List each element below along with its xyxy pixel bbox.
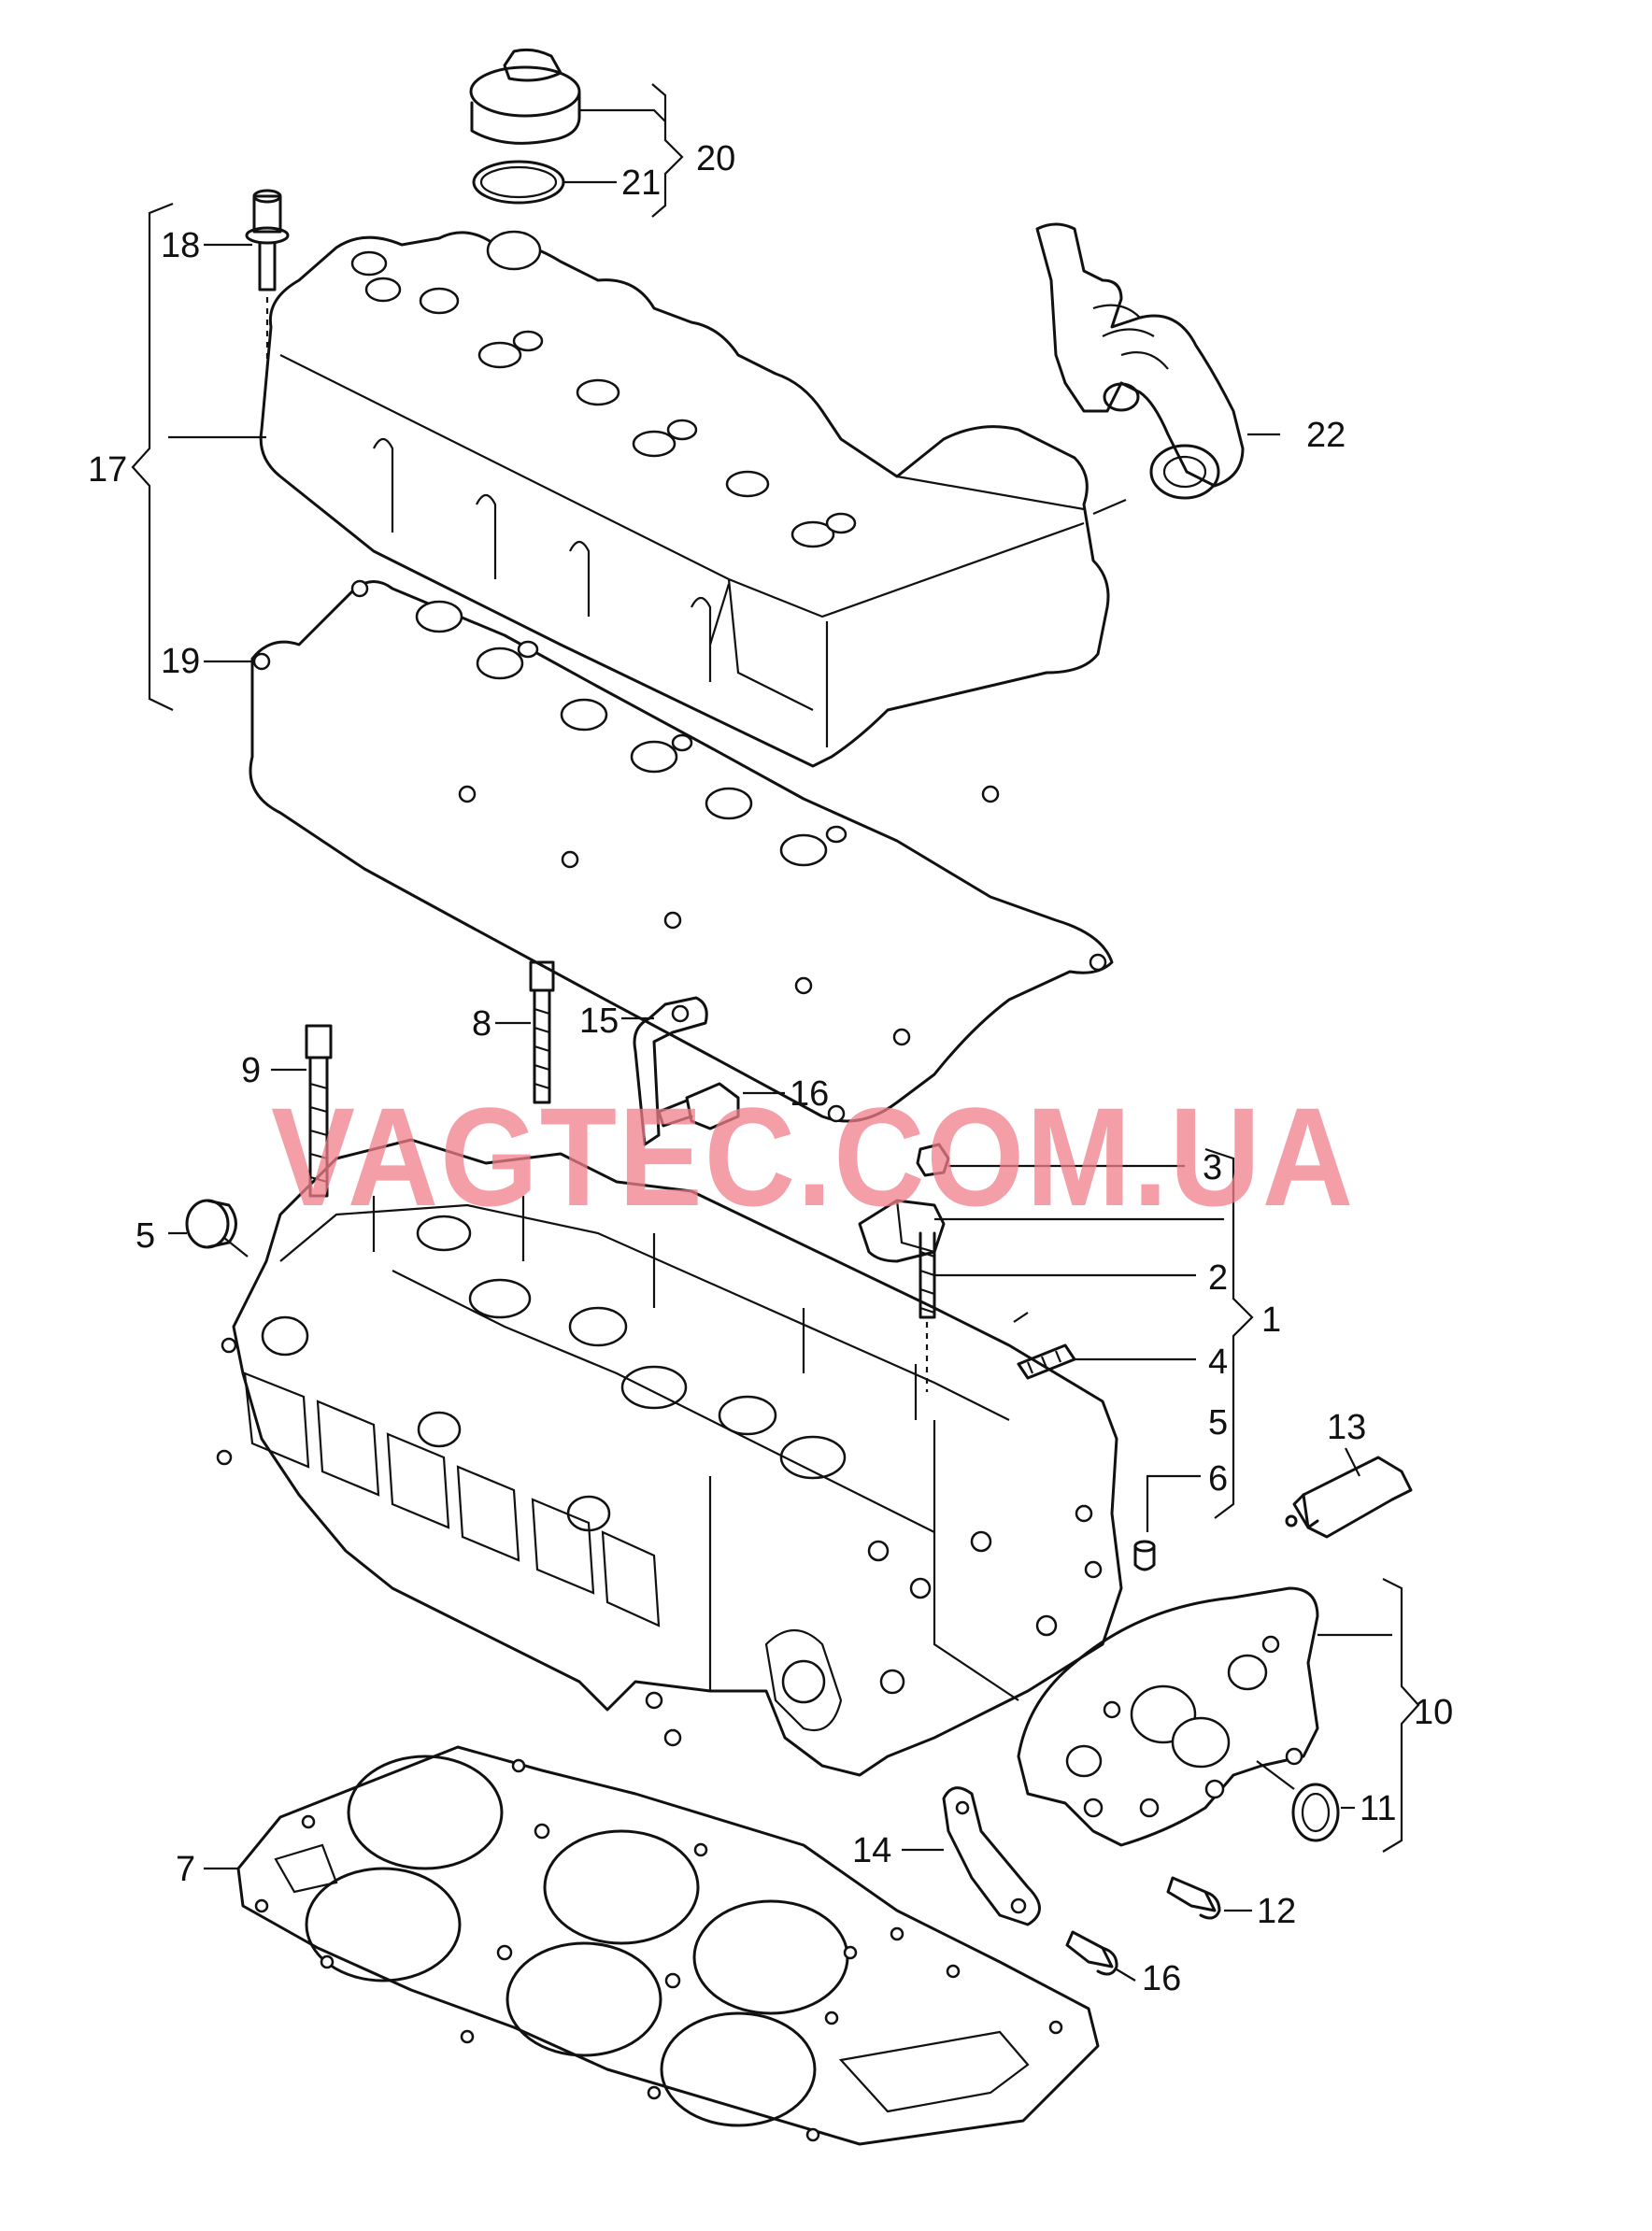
- dowel-pin[interactable]: [1133, 1540, 1156, 1571]
- callout-20: 20: [696, 139, 735, 178]
- callout-2: 2: [1208, 1258, 1228, 1298]
- callout-18: 18: [161, 226, 200, 265]
- callout-22: 22: [1306, 416, 1346, 455]
- breather-hose[interactable]: [1035, 222, 1245, 500]
- stud[interactable]: [919, 1231, 936, 1392]
- cover-plate[interactable]: [1017, 1586, 1319, 1847]
- callout-10: 10: [1414, 1693, 1453, 1732]
- screw[interactable]: [1166, 1876, 1221, 1920]
- callout-9: 9: [241, 1051, 261, 1090]
- callout-21: 21: [621, 163, 661, 203]
- watermark: VAGTEC.COM.UA: [271, 1078, 1355, 1235]
- callout-1: 1: [1261, 1300, 1281, 1340]
- sealant-tube[interactable]: [1285, 1456, 1413, 1539]
- cylinder-head-cover[interactable]: [259, 230, 1110, 768]
- bracket[interactable]: [858, 1143, 950, 1263]
- oil-filler-cap[interactable]: [469, 48, 581, 145]
- callout-5b: 5: [1208, 1403, 1228, 1442]
- bolt[interactable]: [657, 1082, 740, 1130]
- screw[interactable]: [1065, 1930, 1118, 1976]
- stud[interactable]: [1017, 1343, 1076, 1380]
- callout-8: 8: [472, 1004, 491, 1044]
- head-bolt[interactable]: [305, 1024, 333, 1198]
- callout-15: 15: [579, 1002, 619, 1041]
- callout-14: 14: [852, 1831, 891, 1870]
- callout-19: 19: [161, 642, 200, 681]
- cover-bolt[interactable]: [245, 189, 290, 374]
- leader-lines: [131, 83, 1420, 1982]
- callout-12: 12: [1257, 1892, 1296, 1931]
- callout-11: 11: [1360, 1789, 1396, 1828]
- shaft-seal[interactable]: [1291, 1783, 1340, 1842]
- callout-4: 4: [1208, 1343, 1228, 1382]
- callout-13: 13: [1327, 1408, 1366, 1447]
- cover-gasket[interactable]: [249, 579, 1114, 1123]
- head-bolt[interactable]: [529, 960, 555, 1104]
- guide-rail[interactable]: [942, 1786, 1041, 1926]
- callout-17: 17: [88, 450, 127, 490]
- callout-6: 6: [1208, 1459, 1228, 1499]
- bracket[interactable]: [633, 996, 708, 1146]
- callout-labels: 20 21 18 17 19 22 8 9 15 16 5 3 2 1 4 5 …: [88, 139, 1453, 1998]
- callout-3: 3: [1203, 1148, 1222, 1187]
- head-gasket[interactable]: [236, 1745, 1100, 2146]
- cylinder-head[interactable]: [216, 1138, 1123, 1777]
- callout-5: 5: [135, 1216, 155, 1256]
- callout-16: 16: [790, 1074, 829, 1114]
- callout-7: 7: [176, 1850, 195, 1889]
- callout-16-lower: 16: [1142, 1959, 1181, 1998]
- cap-seal-ring[interactable]: [472, 160, 565, 205]
